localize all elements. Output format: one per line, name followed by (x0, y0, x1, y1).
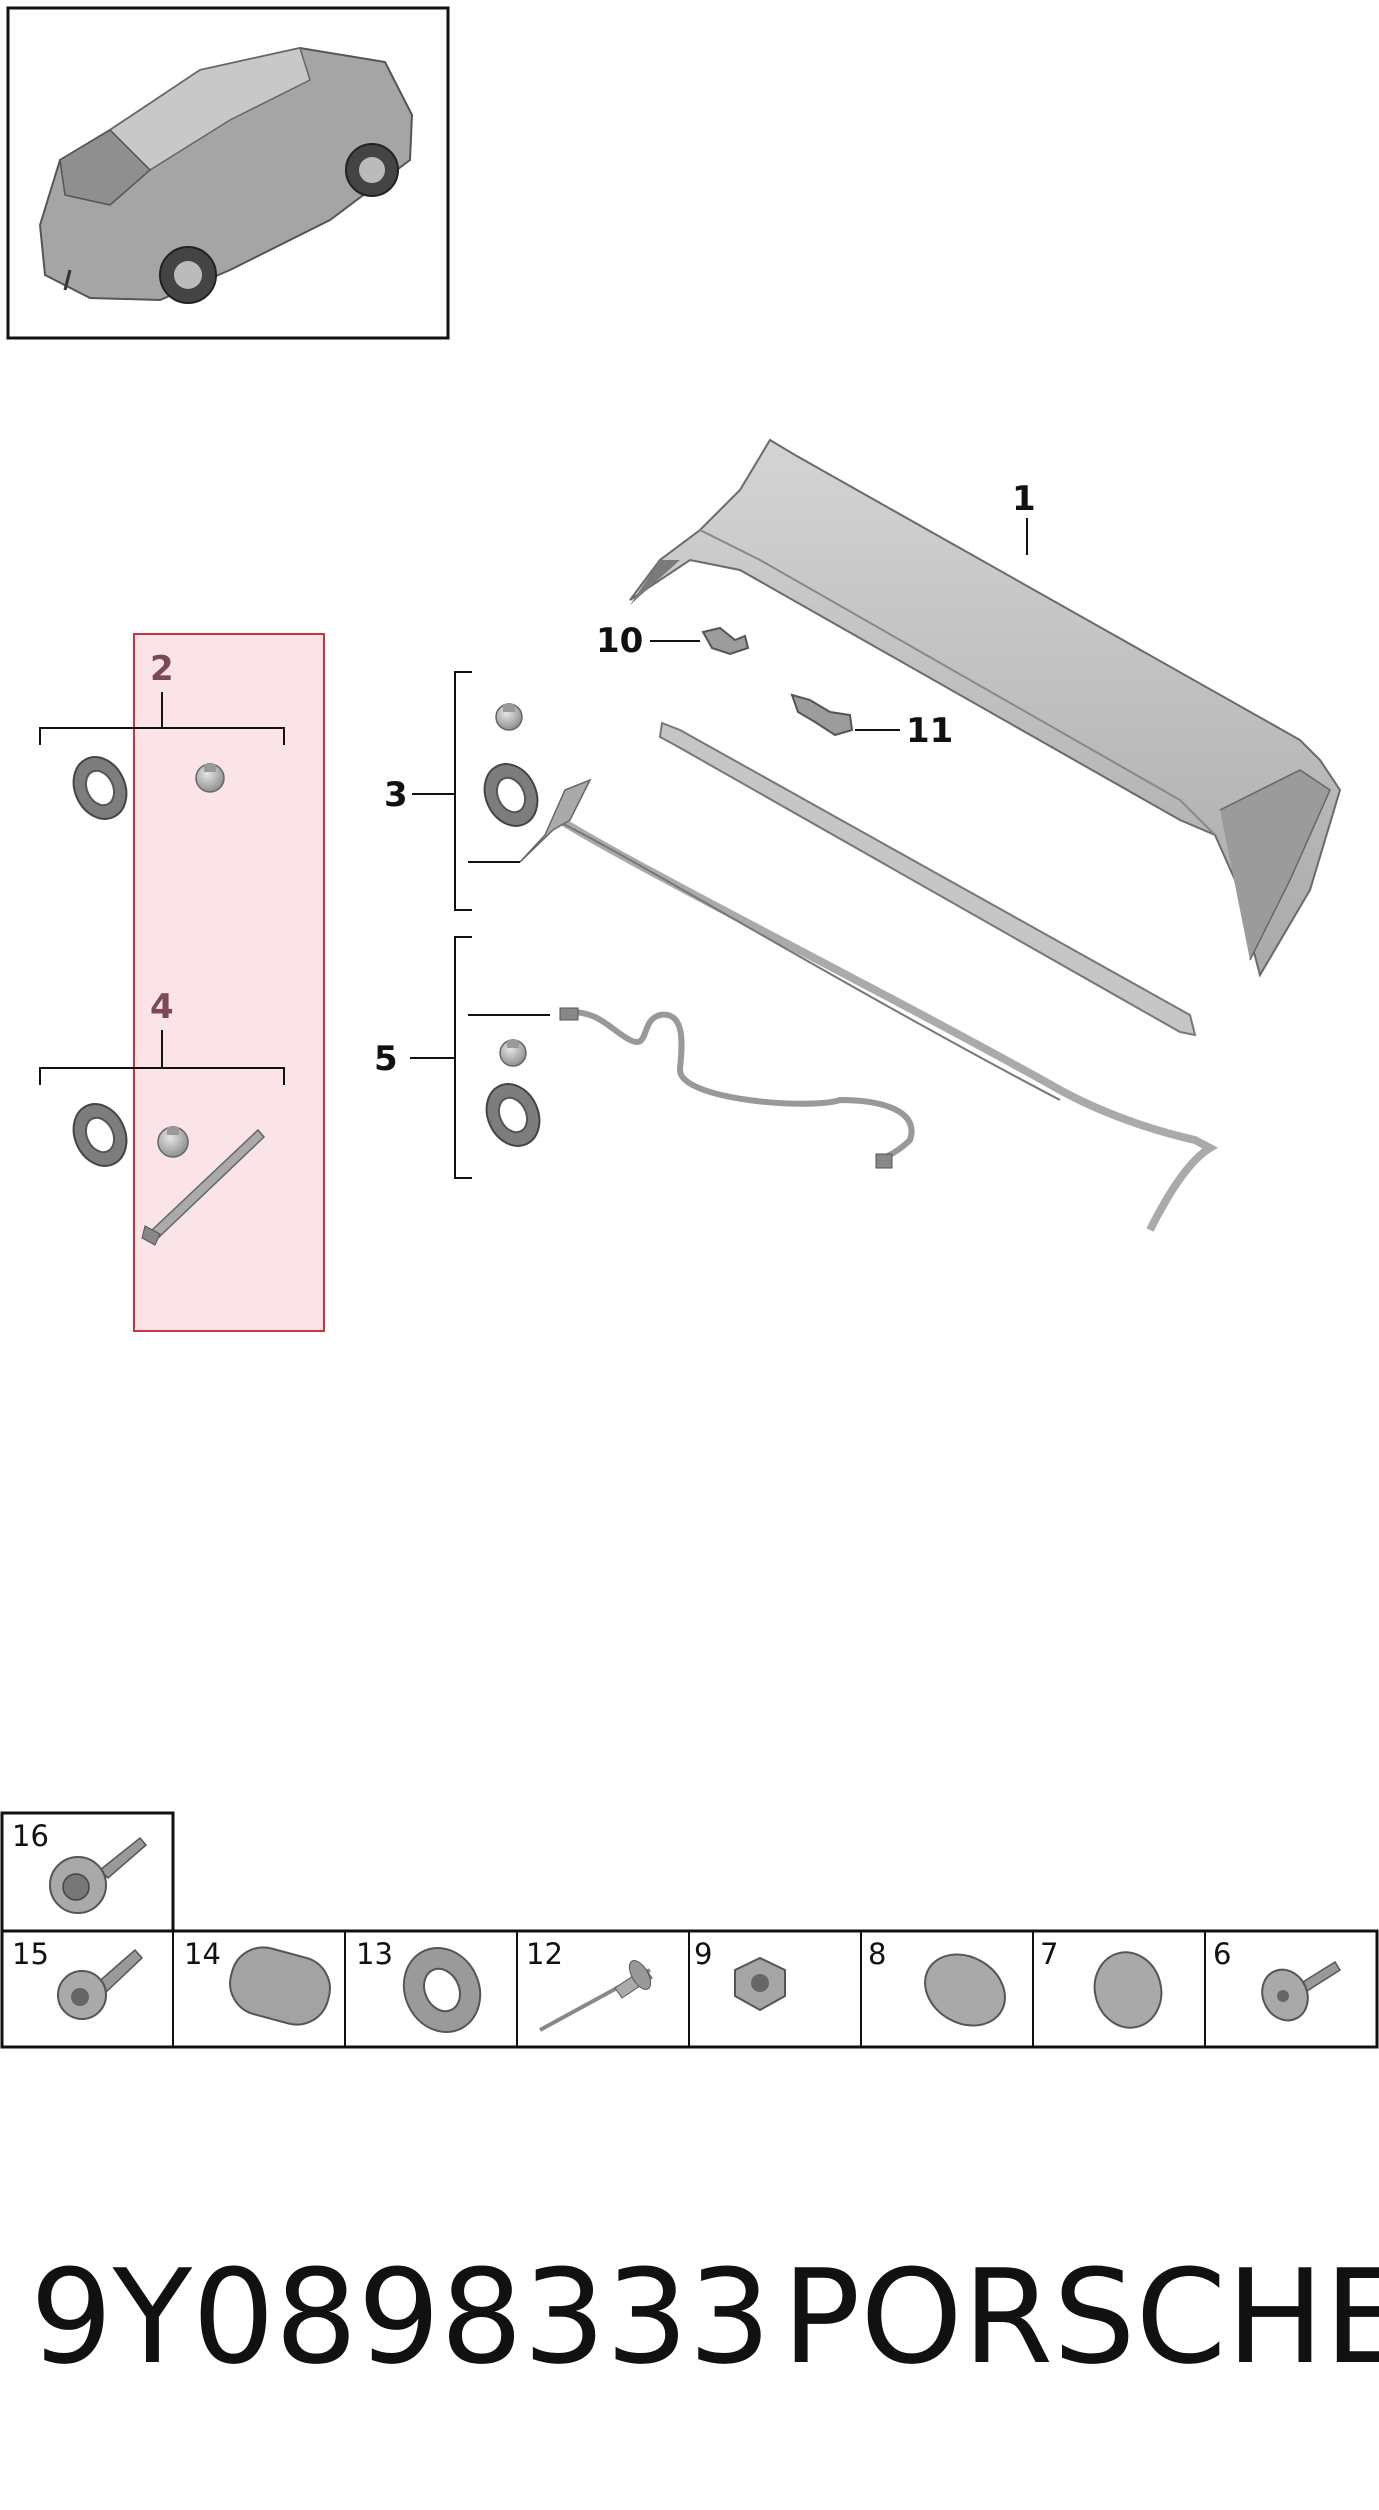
oval-cap-icon (924, 1953, 1006, 2027)
torx-bolt-icon (57, 1948, 144, 2020)
fastener-table: 16 15 14 13 12 9 8 7 6 (0, 1811, 1379, 2049)
callout-1: 1 (1012, 479, 1036, 519)
callout-11: 11 (906, 711, 953, 751)
rear-spoiler-part (629, 438, 1342, 978)
callout-4: 4 (150, 987, 174, 1027)
bolt-with-washer-icon (49, 1836, 148, 1914)
grommet-part (483, 763, 539, 827)
highlight-box (133, 633, 325, 1332)
callout-10: 10 (596, 621, 643, 661)
car-icon (38, 46, 414, 304)
cell-number: 16 (12, 1819, 49, 1853)
expanding-rivet-icon (1261, 1960, 1342, 2022)
part-number: 9Y0898333 (30, 2241, 771, 2393)
brand-name: PORSCHE (782, 2241, 1379, 2393)
trim-strip-part (557, 816, 1219, 1232)
grommet-part (72, 1103, 128, 1167)
seal-strip-part (658, 721, 1197, 1037)
group-4-bracket: 4 (39, 987, 285, 1246)
group-3-bracket: 3 (384, 671, 592, 911)
bracket-11-part (790, 693, 854, 737)
cell-number: 7 (1040, 1937, 1058, 1971)
cell-number: 8 (868, 1937, 886, 1971)
cell-number: 6 (1213, 1937, 1231, 1971)
clip-part (195, 763, 225, 793)
callout-2: 2 (150, 649, 174, 689)
callout-3: 3 (384, 775, 408, 815)
clip-part (499, 1039, 527, 1067)
cell-number: 9 (694, 1937, 712, 1971)
group-5-bracket: 5 (374, 936, 550, 1179)
callout-5: 5 (374, 1039, 398, 1079)
group-2-bracket: 2 (39, 649, 285, 820)
grommet-part (72, 756, 128, 820)
grommet-icon (402, 1947, 482, 2033)
hose-part (141, 1128, 266, 1246)
blind-rivet-icon (539, 1960, 653, 2032)
hex-nut-icon (734, 1956, 786, 2012)
bracket-10-part (701, 626, 750, 656)
cell-number: 12 (526, 1937, 563, 1971)
clip-part (495, 703, 523, 731)
round-cap-icon (1093, 1951, 1163, 2029)
cell-number: 15 (12, 1937, 49, 1971)
wire-harness-part (564, 1008, 915, 1163)
vehicle-thumbnail (6, 6, 450, 340)
clip-part (157, 1126, 189, 1158)
cell-number: 13 (356, 1937, 393, 1971)
oval-plug-icon (229, 1946, 331, 2026)
grommet-part (485, 1083, 541, 1147)
cell-number: 14 (184, 1937, 221, 1971)
